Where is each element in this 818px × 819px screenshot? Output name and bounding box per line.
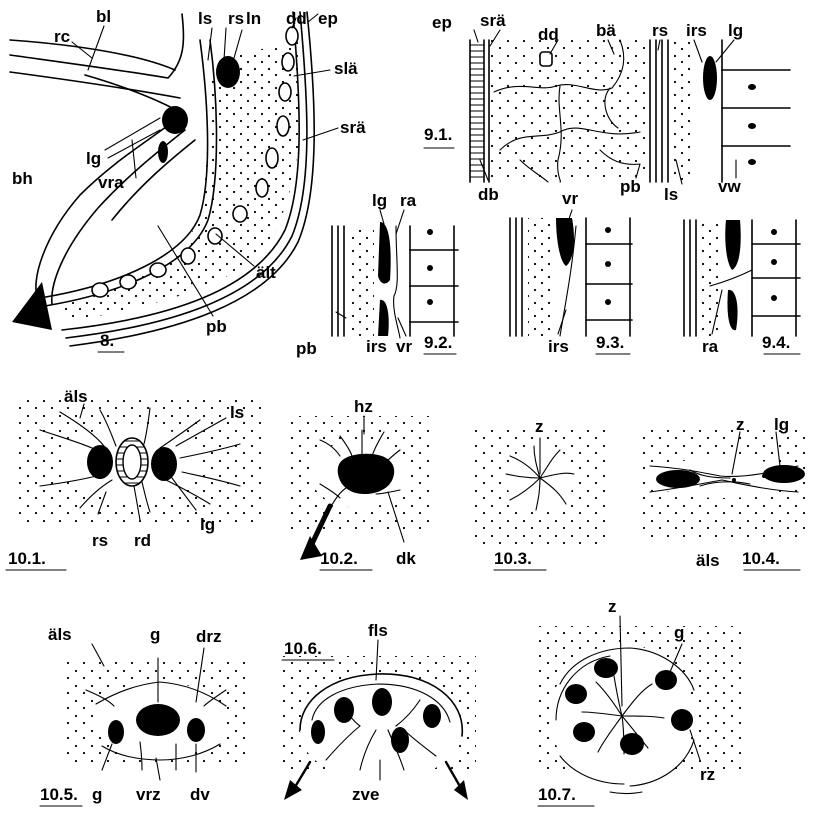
panel-10-3-number: 10.3. [494,549,532,568]
panel-10-6: fls zve 10.6. [280,621,476,804]
panel-10-5: äls g drz g vrz dv 10.5. [40,625,250,806]
label-als: äls [48,625,72,644]
label-ls: ls [198,9,212,28]
label-ls: ls [664,185,678,204]
panel-8-drawing [10,12,338,352]
label-lg: lg [86,149,101,168]
label-lg: lg [200,515,215,534]
label-ba: bä [596,21,616,40]
panel-9-1-number: 9.1. [424,125,452,144]
label-g: g [674,623,684,642]
panel-10-6-drawing [280,640,476,800]
panel-10-6-number: 10.6. [284,639,322,658]
label-lg: lg [372,191,387,210]
label-ep: ep [318,9,338,28]
label-bh: bh [12,169,33,188]
label-rs: rs [228,9,244,28]
label-sla: slä [334,59,358,78]
label-rs: rs [652,21,668,40]
label-ln: ln [246,9,261,28]
panel-8-number: 8. [100,331,114,350]
panel-9-3: vr irs 9.3. [510,189,632,356]
panel-10-2: hz dk 10.2. [290,397,434,570]
label-vrz: vrz [136,785,161,804]
label-db: db [478,185,499,204]
label-sra: srä [340,118,366,137]
panel-10-2-drawing [290,416,434,570]
panel-10-3: z 10.3. [470,417,608,570]
panel-10-7: z g rz 10.7. [536,597,746,806]
panel-10-5-drawing [40,644,250,806]
label-zve: zve [352,785,379,804]
label-irs: irs [548,337,569,356]
panel-8: rc bl ls rs ln dd ep slä srä lg vra bh ä… [10,7,366,352]
panel-10-7-number: 10.7. [538,785,576,804]
label-als: äls [696,551,720,570]
label-drz: drz [196,627,222,646]
label-sra: srä [480,11,506,30]
label-lg: lg [728,21,743,40]
panel-9-4: ra 9.4. [684,220,800,356]
label-rc: rc [54,27,70,46]
label-als: äls [64,387,88,406]
panel-9-3-number: 9.3. [596,333,624,352]
panel-9-1-drawing [424,30,790,184]
label-pb: pb [296,339,317,358]
label-pb: pb [206,317,227,336]
label-ls: ls [230,403,244,422]
label-rs: rs [92,531,108,550]
label-alt: ält [256,263,276,282]
panel-10-5-number: 10.5. [40,785,78,804]
label-vr: vr [562,189,578,208]
panel-9-2: lg ra pb irs vr 9.2. [296,191,458,358]
label-dv: dv [190,785,210,804]
panel-10-4-drawing [640,426,806,570]
panel-10-1: äls ls rs rd lg 10.1. [6,387,262,570]
panel-10-2-number: 10.2. [320,549,358,568]
panel-9-2-number: 9.2. [424,333,452,352]
panel-9-1: ep srä dd bä rs irs lg db pb ls vw 9.1. [424,11,790,204]
label-dk: dk [396,549,416,568]
panel-10-3-drawing [470,430,608,570]
label-g-lower: g [92,785,102,804]
label-ra: ra [400,191,417,210]
label-irs: irs [686,21,707,40]
panel-9-4-number: 9.4. [762,333,790,352]
label-pb: pb [620,177,641,196]
panel-10-1-number: 10.1. [8,549,46,568]
panel-10-4-number: 10.4. [742,549,780,568]
label-ra: ra [702,337,719,356]
label-fls: fls [368,621,388,640]
label-z: z [535,417,544,436]
panel-10-4: z lg äls 10.4. [640,415,806,570]
label-hz: hz [354,397,373,416]
label-g: g [150,625,160,644]
label-irs: irs [366,337,387,356]
label-vra: vra [98,173,124,192]
label-vr: vr [396,337,412,356]
label-rz: rz [700,765,715,784]
label-z: z [736,415,745,434]
label-dd: dd [538,25,559,44]
label-z: z [608,597,617,616]
label-dd: dd [286,9,307,28]
label-lg: lg [774,415,789,434]
label-ep: ep [432,13,452,32]
label-bl: bl [96,7,111,26]
label-rd: rd [134,531,151,550]
label-vw: vw [718,177,741,196]
